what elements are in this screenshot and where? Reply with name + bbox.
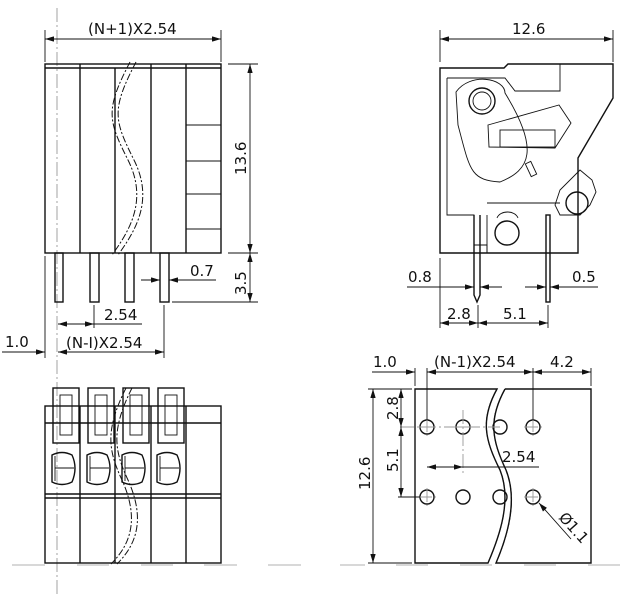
row-spacing-dim: 5.1 <box>384 448 402 472</box>
pin-spacing-dim: 5.1 <box>503 305 527 323</box>
pin1-width-dim: 0.8 <box>408 268 432 286</box>
pin-length-dim: 3.5 <box>232 271 250 295</box>
pin-width-dim: 0.7 <box>190 262 214 280</box>
front-view: (N+1)X2.54 13.6 3.5 0.7 2.54 (N-I)X2.54 … <box>2 8 258 597</box>
offset-dim: 1.0 <box>373 353 397 371</box>
top-view <box>12 387 301 566</box>
release-tabs <box>52 387 185 444</box>
row1-dim: 2.8 <box>384 396 402 420</box>
offset-dim: 1.0 <box>5 333 29 351</box>
width-dim: 12.6 <box>512 20 545 38</box>
span-dim: (N-1)X2.54 <box>434 353 516 371</box>
pin2-width-dim: 0.5 <box>572 268 596 286</box>
pcb-layout: 1.0 (N-1)X2.54 4.2 12.6 2.8 5.1 2.54 Ø1.… <box>340 353 620 566</box>
pitch-dim: 2.54 <box>502 448 535 466</box>
pitch-dim: 2.54 <box>104 306 137 324</box>
pin1-offset-dim: 2.8 <box>447 305 471 323</box>
width-dim: (N+1)X2.54 <box>88 20 177 38</box>
height-dim: 12.6 <box>356 457 374 490</box>
pins <box>54 252 170 303</box>
wire-entries <box>51 451 181 486</box>
height-dim: 13.6 <box>232 142 250 175</box>
end-dim: 4.2 <box>550 353 574 371</box>
span-dim: (N-I)X2.54 <box>66 334 142 352</box>
side-view: 12.6 0.8 0.5 2.8 5.1 <box>407 20 614 328</box>
